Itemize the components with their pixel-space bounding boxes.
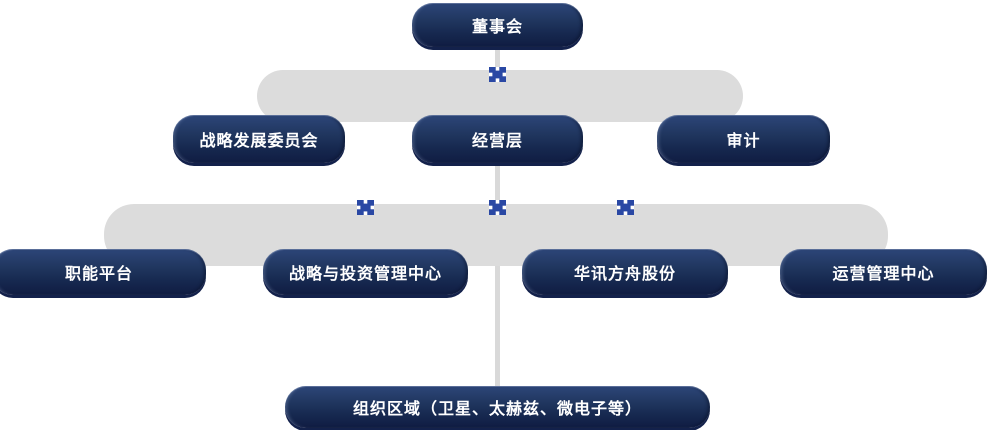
node-huaxun-fangzhou-shares: 华讯方舟股份 — [522, 249, 728, 295]
node-strategy-development-committee: 战略发展委员会 — [173, 115, 345, 163]
node-label: 战略发展委员会 — [199, 133, 319, 150]
node-label: 经营层 — [471, 133, 523, 150]
node-strategy-investment-management-center: 战略与投资管理中心 — [263, 249, 468, 295]
plus-junction-icon — [489, 200, 506, 215]
node-audit: 审计 — [657, 115, 830, 163]
node-operations-management-center: 运营管理中心 — [780, 249, 987, 295]
node-management: 经营层 — [412, 115, 583, 163]
node-label: 华讯方舟股份 — [573, 266, 676, 283]
plus-junction-icon — [357, 200, 374, 215]
node-label: 组织区域（卫星、太赫兹、微电子等） — [352, 401, 642, 418]
node-label: 运营管理中心 — [832, 266, 935, 283]
node-organization-regions: 组织区域（卫星、太赫兹、微电子等） — [285, 386, 710, 428]
node-label: 职能平台 — [64, 266, 133, 283]
node-label: 战略与投资管理中心 — [288, 266, 442, 283]
node-functional-platform: 职能平台 — [0, 249, 206, 295]
connector-management-to-regions — [495, 160, 500, 388]
node-label: 审计 — [726, 133, 761, 150]
node-label: 董事会 — [471, 19, 523, 36]
node-board: 董事会 — [412, 3, 583, 47]
plus-junction-icon — [617, 200, 634, 215]
plus-junction-icon — [489, 67, 506, 82]
